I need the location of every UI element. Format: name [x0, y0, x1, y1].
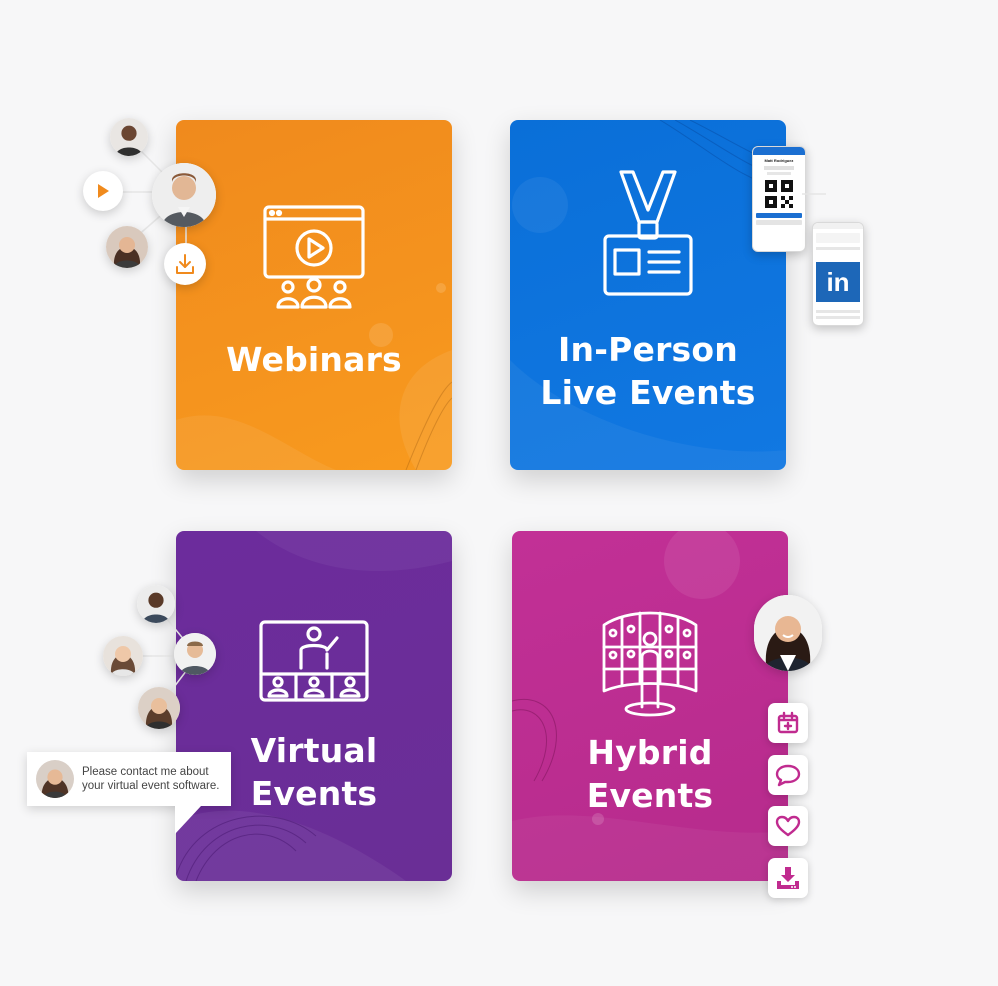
presenter-avatar: [152, 163, 216, 227]
chat-user-avatar: [36, 760, 74, 798]
speaker-avatar: [174, 633, 216, 675]
in-person-events-card[interactable]: In-Person Live Events: [510, 120, 786, 470]
webinar-screen-icon: [176, 205, 452, 311]
add-to-calendar-button[interactable]: [768, 703, 808, 743]
favorite-button[interactable]: [768, 806, 808, 846]
chat-message: Please contact me about your virtual eve…: [82, 766, 220, 792]
badge-name: Matt Rodriguez: [764, 158, 794, 163]
attendee-avatar: [103, 636, 143, 676]
contact-request-chat-bubble: Please contact me about your virtual eve…: [27, 752, 231, 834]
linkedin-share-phone: in: [812, 222, 864, 326]
play-icon: [98, 184, 109, 198]
attendee-avatar: [138, 687, 180, 729]
attendee-avatar: [110, 118, 148, 156]
chat-icon: [775, 764, 801, 787]
card-background-decoration: [176, 531, 452, 881]
hybrid-events-card[interactable]: Hybrid Events: [512, 531, 788, 881]
chat-button[interactable]: [768, 755, 808, 795]
hybrid-attendee-avatar: [754, 595, 822, 671]
card-title-webinars: Webinars: [226, 340, 402, 379]
heart-icon: [775, 815, 801, 837]
qr-code-icon: [765, 180, 793, 208]
virtual-classroom-icon: [176, 620, 452, 702]
calendar-add-icon: [777, 711, 799, 734]
card-title-virtual: Virtual Events: [250, 731, 378, 813]
attendee-avatar: [106, 226, 148, 268]
card-background-decoration: [510, 120, 786, 470]
card-background-decoration: [512, 531, 788, 881]
webinars-card[interactable]: Webinars: [176, 120, 452, 470]
card-title-hybrid: Hybrid Events: [586, 733, 714, 815]
card-title-in-person: In-Person Live Events: [540, 330, 756, 412]
attendee-avatar: [137, 585, 175, 623]
virtual-events-card[interactable]: Virtual Events: [176, 531, 452, 881]
download-button[interactable]: [768, 858, 808, 898]
download-recording-button[interactable]: [164, 243, 206, 285]
linkedin-icon: in: [816, 262, 860, 302]
download-icon: [777, 867, 799, 889]
digital-badge-phone: Matt Rodriguez: [752, 146, 806, 252]
hybrid-stage-icon: [512, 607, 788, 717]
chat-bubble-tail: [175, 806, 201, 834]
card-background-decoration: [176, 283, 452, 470]
play-button[interactable]: [83, 171, 123, 211]
phone-connector-line: [802, 193, 826, 195]
download-icon: [176, 254, 194, 274]
badge-lanyard-icon: [510, 170, 786, 296]
